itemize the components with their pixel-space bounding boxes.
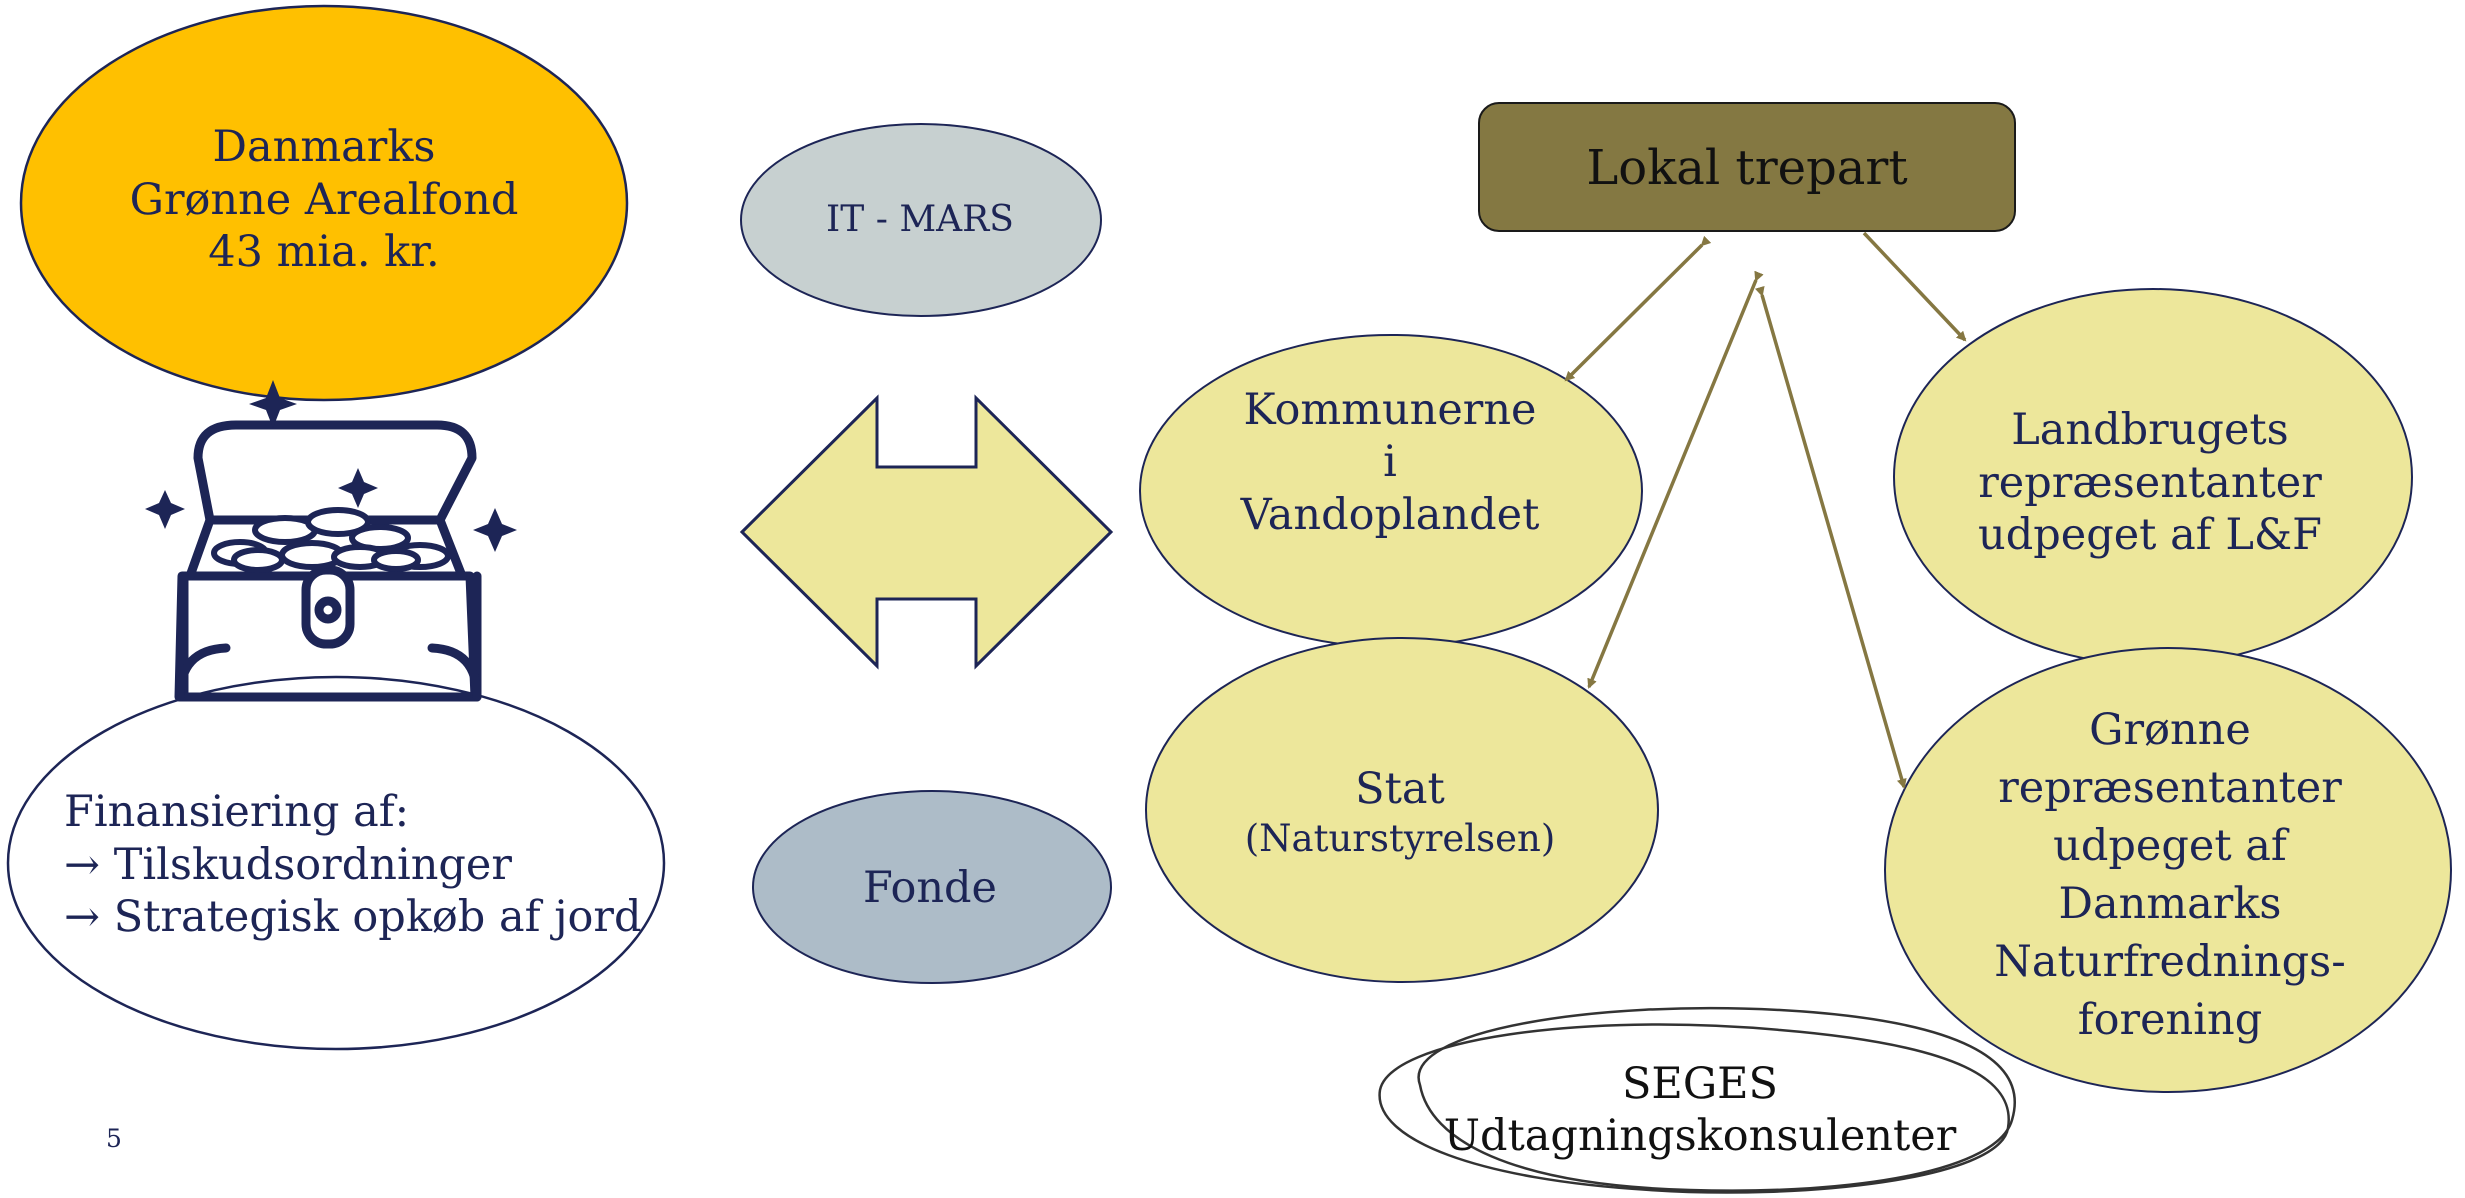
stat-label: Stat (Naturstyrelsen) xyxy=(1244,764,1556,860)
gronne-label: Grønne repræsentanter udpeget af Danmark… xyxy=(1994,704,2346,1046)
landbrugets-label: Landbrugets repræsentanter udpeget af L&… xyxy=(1978,405,2322,561)
connector-trepart-kommunerne xyxy=(1564,235,1712,382)
kommunerne-label: Kommunerne i Vandoplandet xyxy=(1240,384,1540,540)
sparkle-icon xyxy=(145,380,517,552)
financing-heading: Finansiering af: xyxy=(64,787,410,838)
lokal-trepart-label: Lokal trepart xyxy=(1586,139,1908,196)
treasure-chest-icon xyxy=(174,420,482,702)
fonde-label: Fonde xyxy=(862,862,998,913)
financing-ellipse xyxy=(6,675,666,1051)
it-mars-label: IT - MARS xyxy=(826,199,1014,241)
it-mars-ellipse xyxy=(740,123,1102,317)
financing-item: → Strategisk opkøb af jord xyxy=(64,892,642,943)
seges-label: SEGES Udtagningskonsulenter xyxy=(1443,1058,1957,1161)
gronne-ellipse xyxy=(1884,647,2452,1093)
connector-trepart-stat xyxy=(1587,270,1764,689)
fund-label: Danmarks Grønne Arealfond 43 mia. kr. xyxy=(129,122,519,278)
fonde-ellipse xyxy=(752,790,1112,984)
stat-ellipse xyxy=(1145,637,1659,983)
connector-trepart-landbrugets xyxy=(1862,231,1967,342)
seges-outline xyxy=(1378,1006,2016,1194)
fund-ellipse xyxy=(19,4,629,402)
slide-number: 5 xyxy=(106,1124,122,1153)
financing-item: → Tilskudsordninger xyxy=(64,839,512,890)
double-arrow-icon xyxy=(739,394,1114,670)
lokal-trepart-box xyxy=(1478,102,2016,232)
connector-trepart-gronne xyxy=(1754,285,1907,789)
financing-label: Finansiering af: → Tilskudsordninger → S… xyxy=(50,770,650,960)
